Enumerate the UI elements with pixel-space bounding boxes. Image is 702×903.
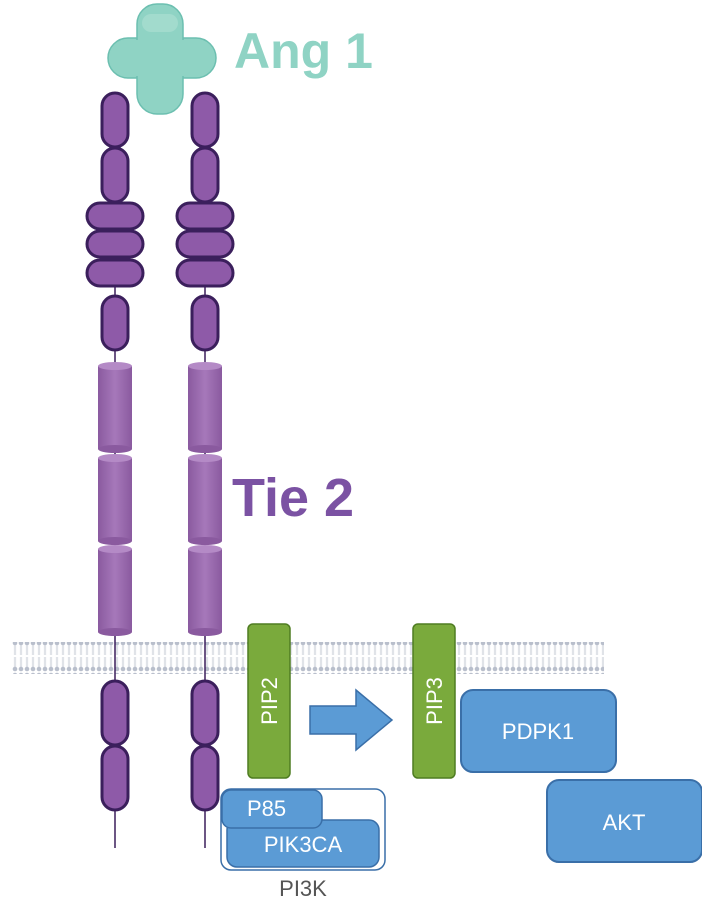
kinase-domain-icon	[190, 679, 220, 747]
ig-domain-icon	[190, 91, 220, 149]
p85-box	[221, 789, 323, 829]
pdpk1-box	[460, 689, 617, 773]
pip3-label: PIP3	[422, 677, 447, 725]
fn3-domain-icon	[188, 454, 222, 545]
pik3ca-label: PIK3CA	[264, 832, 343, 857]
tie2-receptor-right	[175, 91, 235, 848]
ig-domain-icon	[100, 91, 130, 149]
kinase-domain-icon	[190, 744, 220, 812]
kinase-domain-icon	[100, 679, 130, 747]
tie2-label: Tie 2	[232, 468, 354, 528]
fn3-domain-icon	[98, 545, 132, 636]
egf-domain-icon	[85, 201, 145, 231]
ang1-ligand-icon	[107, 3, 217, 115]
egf-domain-icon	[175, 229, 235, 259]
akt-box	[546, 779, 702, 863]
pi3k-label: PI3K	[279, 876, 327, 901]
p85-label: P85	[247, 796, 286, 821]
fn3-domain-icon	[98, 454, 132, 545]
egf-domain-icon	[85, 229, 145, 259]
cell-membrane	[12, 642, 604, 674]
pip3-box	[412, 623, 456, 779]
egf-domain-icon	[85, 258, 145, 288]
ig-domain-icon	[190, 146, 220, 204]
ang1-label: Ang 1	[234, 23, 373, 79]
fn3-domain-icon	[188, 362, 222, 453]
fn3-domain-icon	[188, 545, 222, 636]
tie2-receptor-left	[85, 91, 145, 848]
kinase-domain-icon	[100, 744, 130, 812]
pip2-label: PIP2	[257, 677, 282, 725]
ig-domain-icon	[100, 146, 130, 204]
egf-domain-icon	[175, 201, 235, 231]
right-arrow-icon	[309, 688, 394, 752]
ig-domain-icon	[100, 294, 130, 352]
pip2-box	[247, 623, 291, 779]
fn3-domain-icon	[98, 362, 132, 453]
ig-domain-icon	[190, 294, 220, 352]
pdpk1-label: PDPK1	[502, 719, 574, 744]
egf-domain-icon	[175, 258, 235, 288]
akt-label: AKT	[603, 810, 646, 835]
